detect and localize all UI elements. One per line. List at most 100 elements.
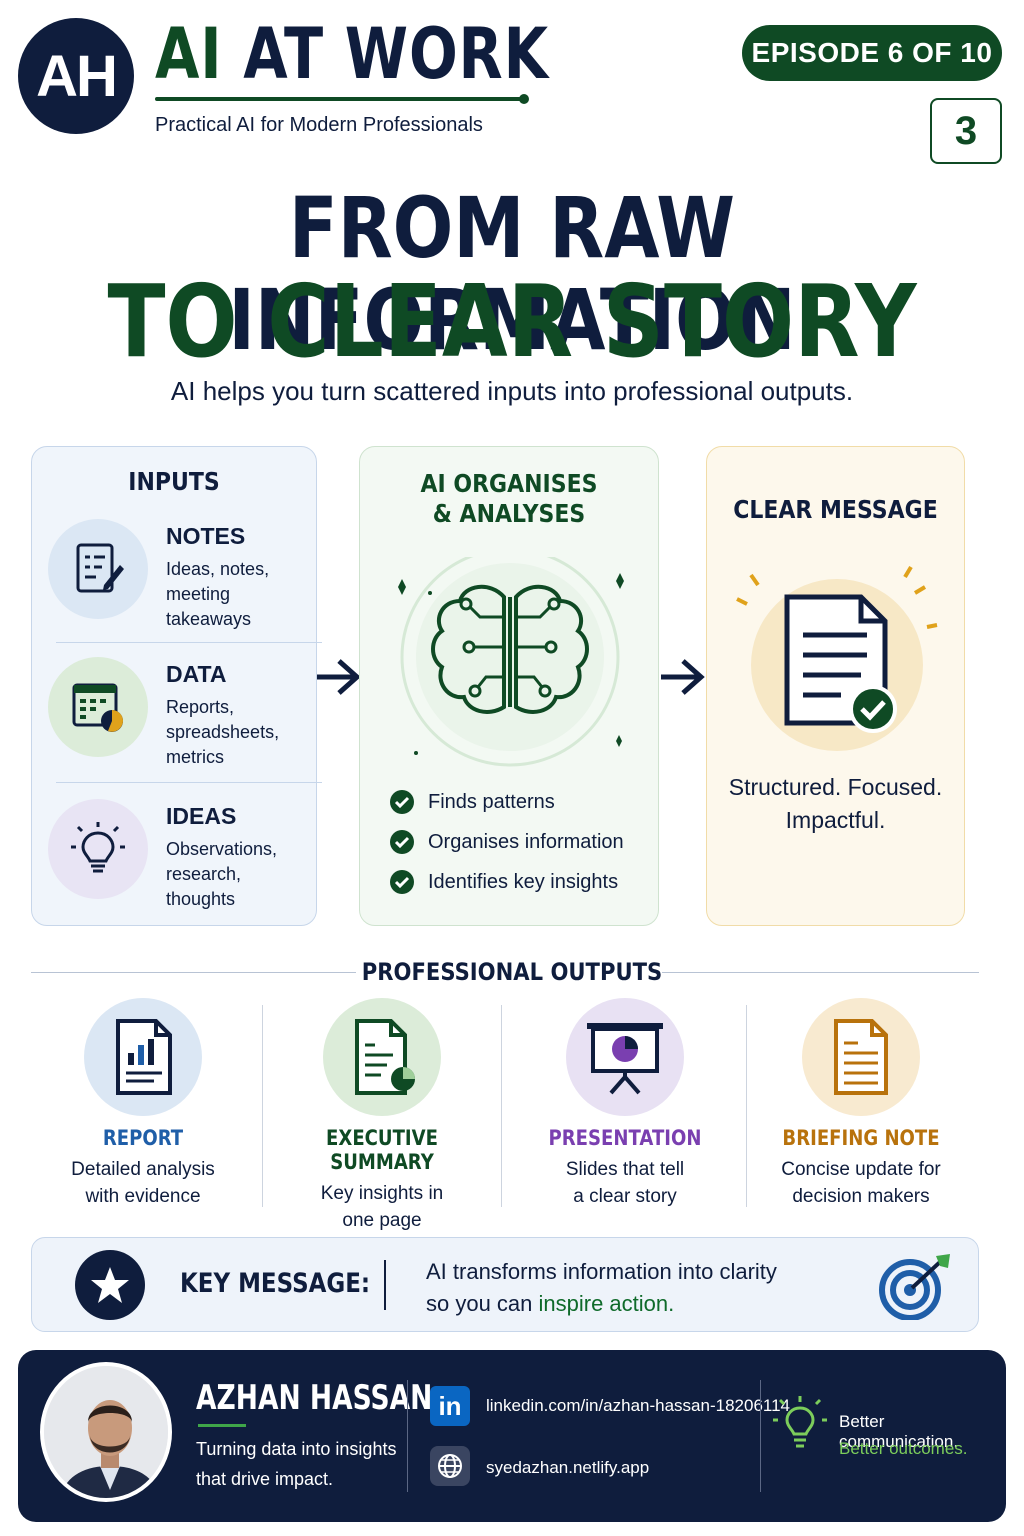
output-desc-briefing-1: Concise update for	[781, 1159, 941, 1180]
input-item-ideas: IDEAS Observations, research, thoughts	[48, 799, 303, 929]
message-caption-line-1: Structured. Focused.	[728, 774, 943, 800]
outputs-title: PROFESSIONAL OUTPUTS	[361, 958, 663, 986]
message-title: CLEAR MESSAGE	[733, 495, 938, 524]
input-desc-notes: Ideas, notes, meeting takeaways	[166, 559, 270, 629]
output-desc-report-2: with evidence	[85, 1186, 201, 1207]
brain-circuit-icon	[398, 557, 624, 767]
output-label-presentation: PRESENTATION	[548, 1126, 702, 1150]
message-panel: CLEAR MESSAGE Structured. Focused. Impac…	[706, 446, 965, 926]
inputs-panel: INPUTS NOTES Ideas, notes, meeting takea…	[31, 446, 322, 929]
ai-check-text-2: Organises information	[428, 830, 624, 853]
spreadsheet-icon	[48, 657, 148, 757]
ai-check-2: Organises information	[390, 827, 624, 857]
lightbulb-icon	[773, 1396, 827, 1448]
key-message-separator	[384, 1260, 386, 1310]
outputs-divider-1	[262, 1005, 263, 1207]
star-icon	[75, 1250, 145, 1320]
ai-check-1: Finds patterns	[390, 787, 555, 817]
output-desc-report-1: Detailed analysis	[71, 1159, 215, 1180]
output-desc-presentation-1: Slides that tell	[565, 1159, 685, 1180]
key-message-bar: KEY MESSAGE: AI transforms information i…	[31, 1237, 979, 1332]
author-name: AZHAN HASSAN	[196, 1378, 433, 1418]
brand-title-ai: AI	[155, 13, 223, 95]
input-label-ideas: IDEAS	[166, 803, 237, 829]
key-message-text: AI transforms information into clarity s…	[426, 1256, 777, 1320]
footer-separator-2	[760, 1380, 761, 1492]
output-desc-summary-1: Key insights in	[320, 1183, 444, 1204]
ai-check-text-1: Finds patterns	[428, 790, 555, 813]
check-circle-icon	[390, 830, 414, 854]
inputs-divider-1	[56, 642, 322, 643]
output-label-summary: EXECUTIVE SUMMARY	[326, 1126, 438, 1174]
author-avatar	[40, 1362, 172, 1502]
output-desc-presentation: Slides that tell a clear story	[505, 1156, 745, 1210]
arrow-right-icon-2	[661, 659, 705, 695]
output-desc-report: Detailed analysis with evidence	[23, 1156, 263, 1210]
website-link[interactable]: syedazhan.netlify.app	[486, 1458, 650, 1477]
footer: AZHAN HASSAN Turning data into insights …	[18, 1350, 1006, 1522]
ai-title-line-2: & ANALYSES	[432, 499, 586, 528]
output-briefing-note: BRIEFING NOTE Concise update for decisio…	[741, 998, 981, 1210]
outputs-divider-3	[746, 1005, 747, 1207]
logo-text: AH	[36, 43, 118, 109]
presentation-icon	[566, 998, 684, 1116]
ai-title-line-1: AI ORGANISES	[420, 469, 598, 498]
output-desc-summary: Key insights in one page	[262, 1180, 502, 1234]
briefing-icon	[802, 998, 920, 1116]
headline-line-1: FROM RAW INFORMATION	[228, 179, 796, 369]
input-desc-data: Reports, spreadsheets, metrics	[166, 697, 280, 767]
notes-icon	[48, 519, 148, 619]
footer-tagline-1: Better communication.	[839, 1412, 959, 1451]
output-label-report: REPORT	[102, 1126, 184, 1150]
outputs-divider-2	[501, 1005, 502, 1207]
key-message-line-2: so you can inspire action.	[426, 1288, 777, 1320]
input-item-data: DATA Reports, spreadsheets, metrics	[48, 657, 303, 787]
logo: AH	[18, 18, 134, 134]
brand-title: AI AT WORK	[155, 14, 549, 94]
message-caption-line-2: Impactful.	[785, 807, 886, 833]
inputs-divider-2	[56, 782, 322, 783]
ai-check-3: Identifies key insights	[390, 867, 618, 897]
check-circle-icon	[390, 790, 414, 814]
message-caption: Structured. Focused. Impactful.	[707, 771, 964, 837]
output-desc-briefing-2: decision makers	[792, 1186, 930, 1207]
ai-panel: AI ORGANISES & ANALYSES Finds patterns O…	[359, 446, 659, 926]
output-desc-summary-2: one page	[342, 1210, 422, 1231]
page-number: 3	[930, 98, 1002, 164]
check-circle-icon	[390, 870, 414, 894]
outputs-line-left	[31, 972, 356, 973]
inputs-title: INPUTS	[128, 467, 220, 496]
output-report: REPORT Detailed analysis with evidence	[23, 998, 263, 1210]
key-message-line-2-prefix: so you can	[426, 1291, 539, 1316]
ai-check-text-3: Identifies key insights	[428, 870, 619, 893]
linkedin-link[interactable]: linkedin.com/in/azhan-hassan-18206114	[486, 1396, 790, 1415]
key-message-line-1: AI transforms information into clarity	[426, 1259, 777, 1284]
headline-line-2: TO CLEAR STORY	[107, 263, 917, 380]
input-desc-ideas: Observations, research, thoughts	[166, 839, 278, 909]
brand-title-rest: AT WORK	[243, 13, 549, 95]
key-message-highlight: inspire action.	[538, 1291, 675, 1316]
brand-subtitle: Practical AI for Modern Professionals	[155, 114, 483, 136]
key-message-label: KEY MESSAGE:	[180, 1268, 371, 1299]
author-subtitle-2: that drive impact.	[196, 1469, 334, 1489]
outputs-line-right	[662, 972, 979, 973]
output-executive-summary: EXECUTIVE SUMMARY Key insights in one pa…	[262, 998, 502, 1234]
globe-icon	[430, 1446, 470, 1486]
input-label-data: DATA	[166, 661, 227, 687]
output-desc-briefing: Concise update for decision makers	[741, 1156, 981, 1210]
input-label-notes: NOTES	[166, 523, 246, 549]
tagline: AI helps you turn scattered inputs into …	[170, 376, 854, 406]
output-presentation: PRESENTATION Slides that tell a clear st…	[505, 998, 745, 1210]
author-subtitle: Turning data into insights that drive im…	[196, 1434, 396, 1494]
report-icon	[84, 998, 202, 1116]
document-check-icon	[736, 565, 938, 751]
linkedin-icon: in	[430, 1386, 470, 1426]
footer-tagline-2: Better outcomes.	[839, 1439, 968, 1458]
lightbulb-icon	[48, 799, 148, 899]
summary-icon	[323, 998, 441, 1116]
target-icon	[879, 1254, 950, 1320]
output-desc-presentation-2: a clear story	[573, 1186, 677, 1207]
output-label-briefing: BRIEFING NOTE	[782, 1126, 940, 1150]
footer-separator-1	[407, 1380, 408, 1492]
input-item-notes: NOTES Ideas, notes, meeting takeaways	[48, 519, 303, 649]
